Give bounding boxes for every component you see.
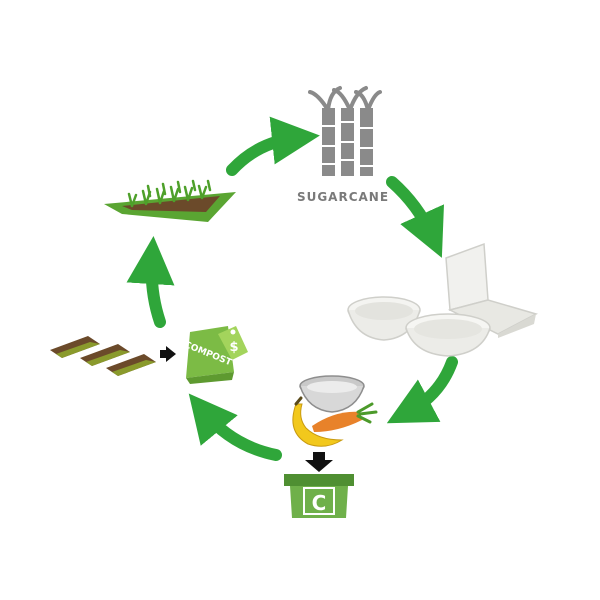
field-icon <box>104 179 236 222</box>
soil-icon <box>50 336 156 376</box>
cycle-arrow-bin-to-compost <box>188 393 282 461</box>
sugarcane-label: SUGARCANE <box>297 190 389 204</box>
bin-letter: C <box>312 491 327 515</box>
cycle-arrow-compost-to-field <box>126 236 175 328</box>
tableware-icon <box>347 242 538 357</box>
cycle-arrow-sugarcane-to-tableware <box>386 176 444 258</box>
compost-bag-symbol: $ <box>229 340 238 355</box>
food-waste-icon <box>292 375 378 447</box>
compost-bag-icon <box>186 326 248 384</box>
compost-bin-icon <box>284 474 354 518</box>
cycle-arrow-field-to-sugarcane <box>226 116 320 176</box>
cycle-arrow-tableware-to-waste <box>386 356 458 424</box>
sugarcane-icon <box>308 86 382 176</box>
right-arrow-icon <box>160 346 176 362</box>
down-arrow-icon <box>305 452 333 472</box>
